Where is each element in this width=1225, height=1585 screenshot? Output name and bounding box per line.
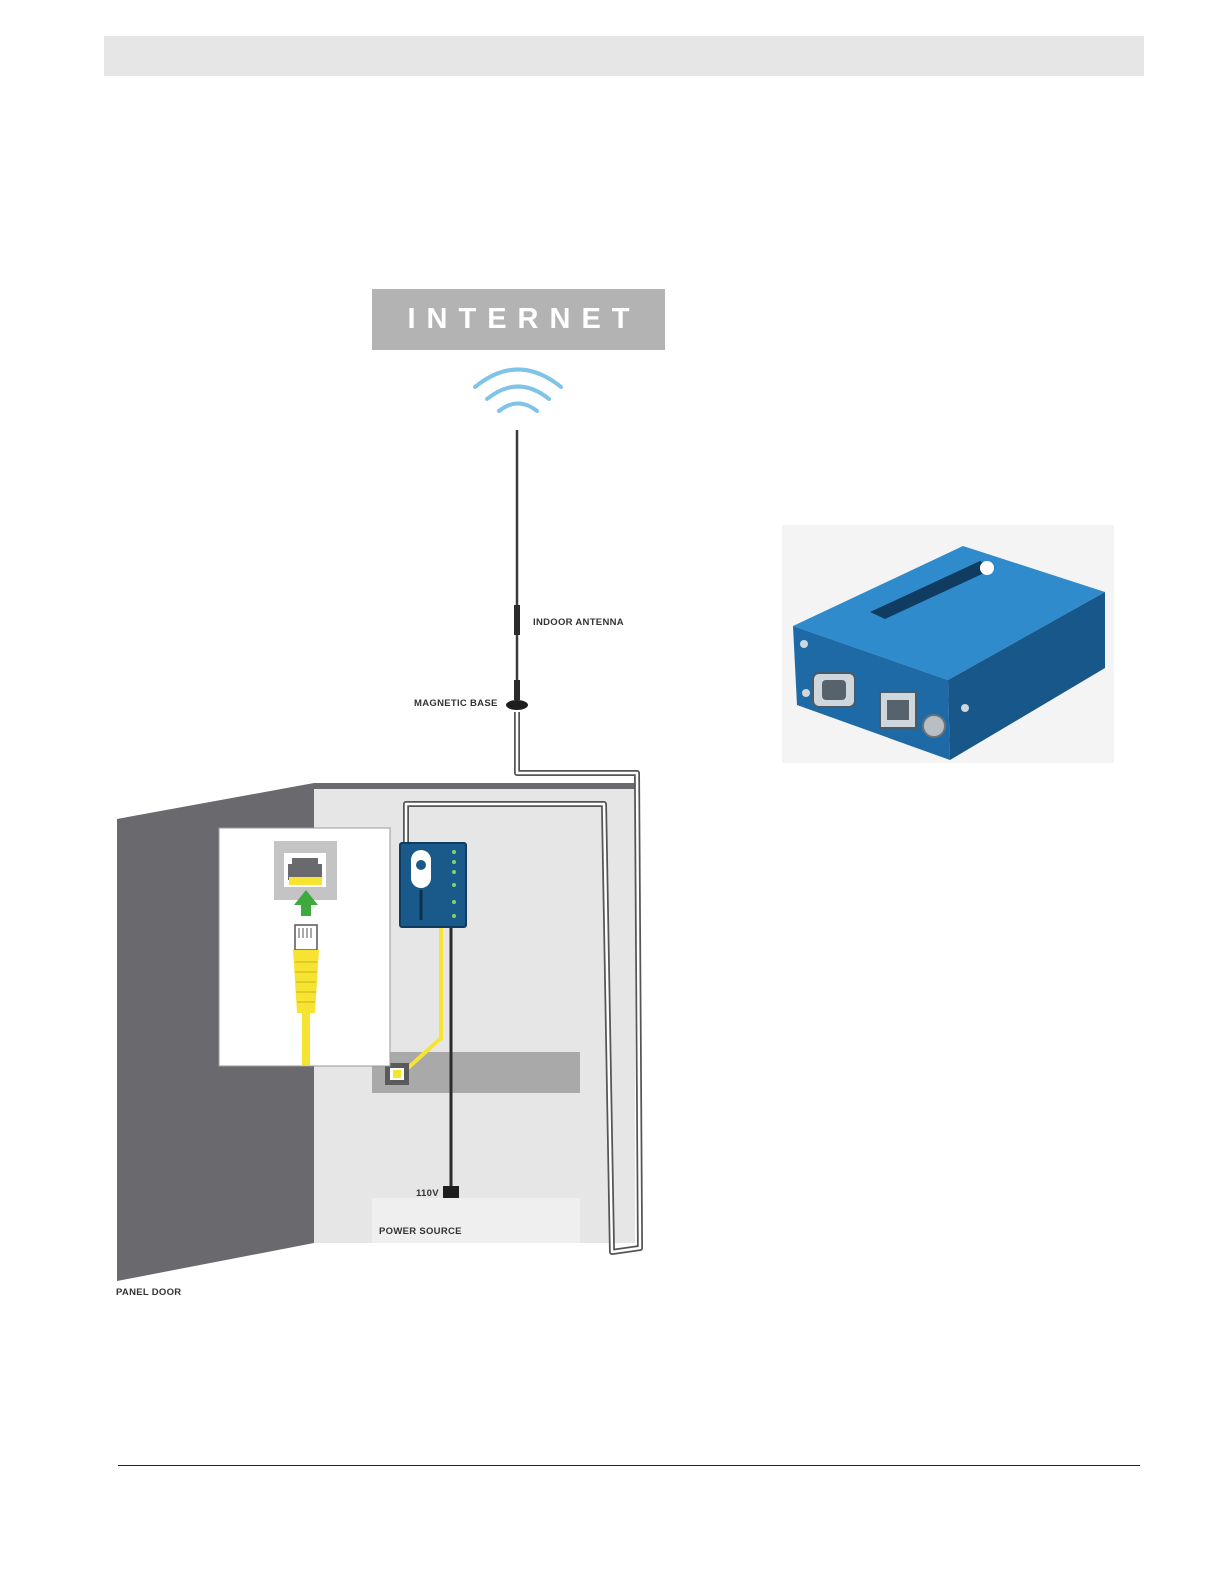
indoor-antenna bbox=[506, 430, 528, 710]
panel-top-edge bbox=[314, 783, 635, 789]
label-panel-door: PANEL DOOR bbox=[116, 1287, 181, 1298]
label-magnetic-base: MAGNETIC BASE bbox=[414, 698, 498, 709]
label-voltage: 110V bbox=[416, 1188, 439, 1199]
label-indoor-antenna: INDOOR ANTENNA bbox=[533, 617, 624, 628]
cellular-modem-product-image bbox=[782, 525, 1114, 763]
wifi-signal-icon bbox=[475, 370, 561, 412]
footer-rule bbox=[118, 1465, 1140, 1466]
power-plug bbox=[443, 1186, 459, 1198]
cellular-modem-small bbox=[400, 843, 466, 927]
label-power-source: POWER SOURCE bbox=[379, 1226, 462, 1237]
magnetic-base bbox=[506, 700, 528, 710]
